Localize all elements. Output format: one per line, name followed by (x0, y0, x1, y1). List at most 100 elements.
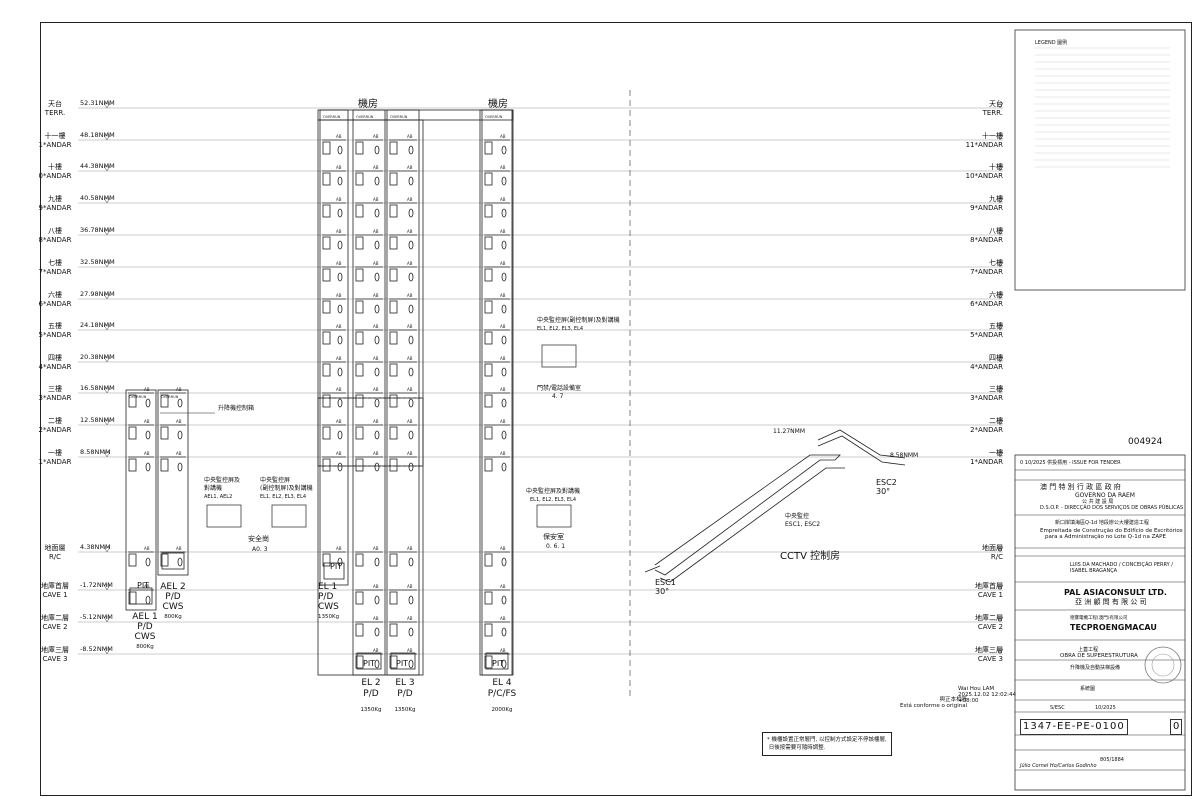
level-pt: 3*ANDAR (970, 394, 1003, 402)
el1-door-icon (322, 204, 331, 218)
el3-call-button-icon (408, 430, 414, 440)
level-cn: 一樓 (989, 449, 1003, 457)
el2-ab-label: AB (373, 229, 379, 234)
gov-cn: 澳 門 特 別 行 政 區 政 府 (1040, 483, 1121, 491)
level-cn: 地庫首層 (41, 582, 69, 590)
el4-call-button-icon (501, 272, 507, 282)
level-cn: 四樓 (48, 354, 62, 362)
el3-door-icon (389, 655, 398, 669)
el1-call-button-icon (337, 430, 343, 440)
el1-call-button-icon (337, 398, 343, 408)
el4-type: P/C/FS (487, 689, 517, 699)
el3-door-icon (389, 363, 398, 377)
ael1-call-button-icon (145, 557, 151, 567)
el2-door-icon (355, 591, 364, 605)
ael1-call-button-icon (145, 595, 151, 605)
level-cn: 八樓 (989, 227, 1003, 235)
el4-label: EL 4 P/C/FS 2000Kg (480, 678, 524, 716)
el1-ab-label: AB (336, 419, 342, 424)
level-cn: 天台 (989, 100, 1003, 108)
el4-door-icon (484, 300, 493, 314)
el2-ab-label: AB (373, 648, 379, 653)
el3-ab-label: AB (407, 229, 413, 234)
level-pt: 0*ANDAR (38, 172, 72, 180)
el3-ab-label: AB (407, 387, 413, 392)
level-pt: 1*ANDAR (38, 458, 72, 466)
el1-ab-label: AB (336, 356, 342, 361)
dept-pt: D.S.O.P. - DIRECÇÃO DOS SERVIÇOS DE OBRA… (1040, 505, 1184, 511)
el2-door-icon (355, 141, 364, 155)
el4-ab-label: AB (500, 387, 506, 392)
level-marker-icon (103, 616, 111, 623)
level-pt: 5*ANDAR (38, 331, 72, 339)
ael2-call-button-icon (177, 398, 183, 408)
el1-call-button-icon (337, 367, 343, 377)
el4-overrun-label: OVERRUN (485, 115, 503, 119)
el1-door-icon (322, 141, 331, 155)
level-marker-icon (996, 616, 1004, 623)
level-marker-icon (103, 261, 111, 268)
el4-call-button-icon (501, 627, 507, 637)
level-cn: 九樓 (989, 195, 1003, 203)
el2-ab-label: AB (373, 387, 379, 392)
level-marker-icon (996, 419, 1004, 426)
el4-call-button-icon (501, 659, 507, 669)
ael2-ab-label: AB (176, 546, 182, 551)
el3-ab-label: AB (407, 546, 413, 551)
revision-number: 0 (1170, 719, 1183, 735)
el2-door-icon (355, 655, 364, 669)
firm1-cn: 亞 洲 顧 問 有 限 公 司 (1075, 598, 1147, 606)
pit-label-el1: PIT (330, 562, 343, 571)
el4-ab-label: AB (500, 616, 506, 621)
level-elevation: 20.38NMM (80, 353, 115, 361)
el1-call-button-icon (337, 176, 343, 186)
el4-door-icon (484, 655, 493, 669)
el4-door-icon (484, 623, 493, 637)
digital-stamp: Wai Hou LAM 2025.12.02 12:02:44 +08:00 (958, 686, 1016, 704)
gov-pt: GOVERNO DA RAEM (1075, 492, 1135, 499)
el4-ab-label: AB (500, 261, 506, 266)
level-marker-icon (103, 165, 111, 172)
ael1-sub: CWS (134, 632, 156, 642)
ael2-ab-label: AB (176, 419, 182, 424)
level-cn: 六樓 (48, 291, 62, 299)
stamp-date: 2025.12.02 12:02:44 (958, 692, 1016, 698)
el1-door-icon (322, 236, 331, 250)
el3-ab-label: AB (407, 293, 413, 298)
el2-call-button-icon (374, 627, 380, 637)
central-monitor-label: 中央監控 (785, 513, 810, 520)
el1-door-icon (322, 172, 331, 186)
el4-call-button-icon (501, 176, 507, 186)
el4-door-icon (484, 141, 493, 155)
el2-call-button-icon (374, 304, 380, 314)
esc1-outline (654, 454, 841, 576)
el1-ab-label: AB (336, 229, 342, 234)
monitor2-title: 中央監控屏 (副控制屏)及對講機 (260, 477, 313, 492)
el3-ab-label: AB (407, 584, 413, 589)
monitor4-box (536, 504, 572, 528)
el2-shaft-outline (352, 109, 386, 676)
level-pt: 5*ANDAR (970, 331, 1003, 339)
el2-door-icon (355, 363, 364, 377)
level-marker-icon (996, 229, 1004, 236)
level-pt: 8*ANDAR (970, 236, 1003, 244)
esc2-rail (817, 435, 906, 466)
el4-shaft-outline (481, 109, 513, 676)
level-cn: 二樓 (48, 417, 62, 425)
el2-ab-label: AB (373, 197, 379, 202)
el4-call-button-icon (501, 462, 507, 472)
el1-ab-label: AB (336, 165, 342, 170)
el2-door-icon (355, 458, 364, 472)
pit-label-el2: PIT (363, 659, 376, 668)
el3-call-button-icon (408, 335, 414, 345)
el2-pit-box (356, 652, 382, 670)
el2-call-button-icon (374, 430, 380, 440)
el1-call-button-icon (337, 335, 343, 345)
el3-ab-label: AB (407, 451, 413, 456)
level-marker-icon (103, 584, 111, 591)
el3-shaft-outline (386, 109, 420, 676)
